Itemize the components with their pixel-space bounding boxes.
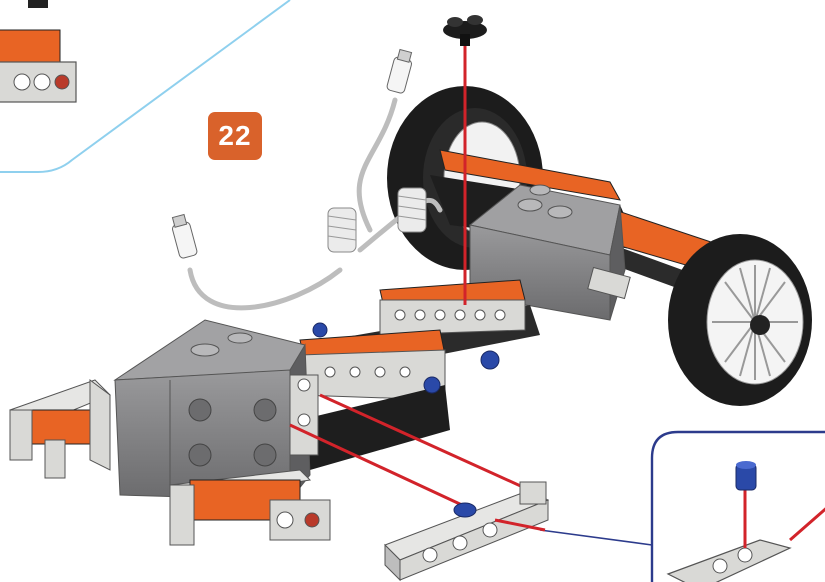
front-right-wheel [668,234,812,406]
front-bracket [289,374,319,456]
detail-callout [539,430,825,582]
previous-step-piece [0,0,77,103]
left-bumper [9,379,111,479]
front-motor-box [113,319,311,502]
cable-plugs [171,48,413,259]
detail-blue-pin [735,461,757,491]
previous-step-frame [0,0,291,173]
bottom-bumper [169,469,331,546]
loose-beam-assembly [289,393,550,582]
detail-beam [666,539,792,582]
step-number-badge: 22 [208,112,262,160]
top-pin-assembly [443,15,487,305]
chassis-beams [299,279,540,470]
cable-springs [327,187,427,253]
